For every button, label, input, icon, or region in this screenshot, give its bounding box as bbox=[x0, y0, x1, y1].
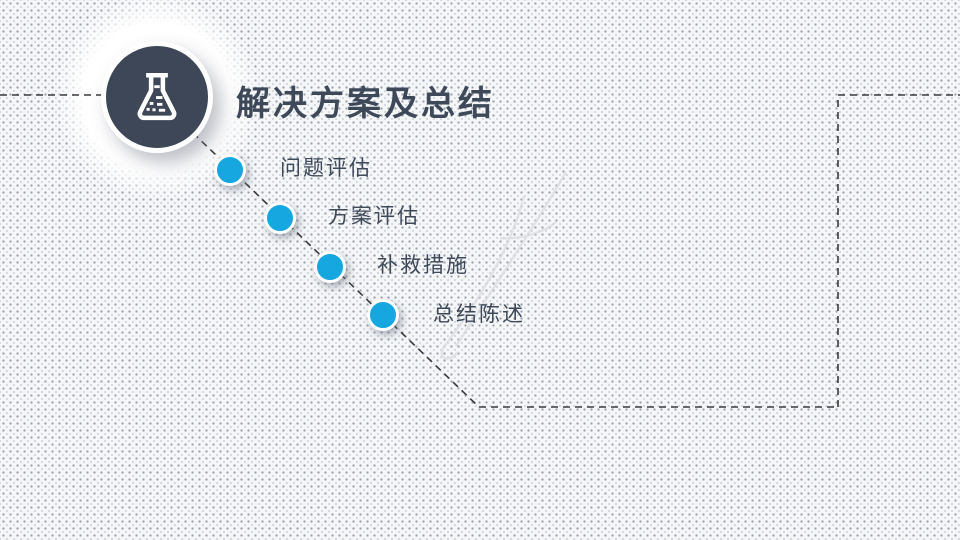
milestone-dot-3 bbox=[314, 251, 346, 283]
flask-icon bbox=[137, 72, 177, 121]
title-badge-circle bbox=[101, 41, 213, 153]
milestone-label-plan-assessment: 方案评估 bbox=[328, 205, 420, 228]
milestone-label-summary-statement: 总结陈述 bbox=[433, 303, 525, 326]
milestone-dot-4 bbox=[367, 299, 399, 331]
milestone-label-problem-assessment: 问题评估 bbox=[280, 157, 372, 180]
milestone-dot-2 bbox=[264, 202, 296, 234]
page-title: 解决方案及总结 bbox=[236, 85, 495, 123]
milestone-label-remedial-measures: 补救措施 bbox=[377, 254, 469, 277]
milestone-dot-1 bbox=[214, 154, 246, 186]
